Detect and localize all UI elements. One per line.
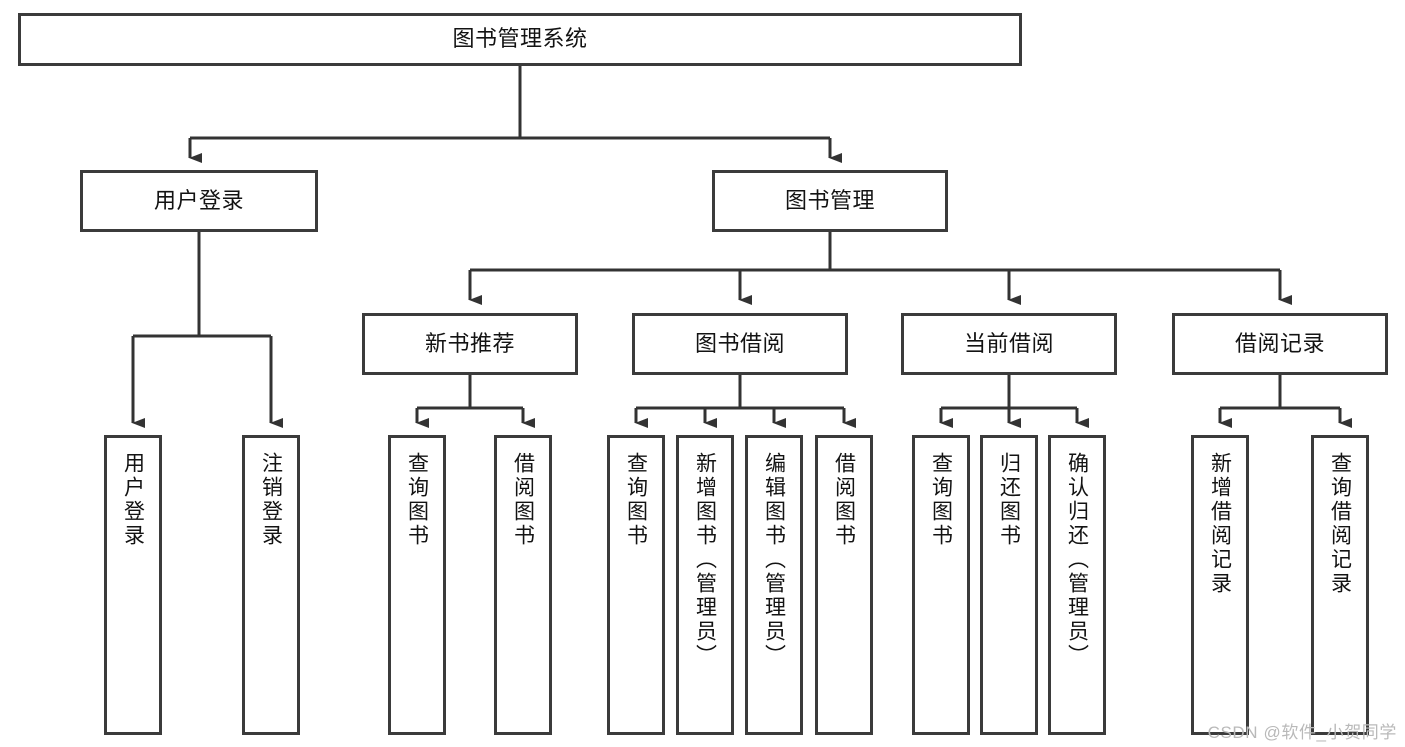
node-user-login[interactable]: 用户登录 [80, 170, 318, 232]
node-label: 查询借阅记录 [1328, 452, 1352, 596]
node-label: 图书管理系统 [452, 26, 588, 52]
node-label: 注销登录 [259, 452, 283, 548]
node-leaf-query-borrow-record[interactable]: 查询借阅记录 [1311, 435, 1369, 735]
node-label: 图书管理 [784, 187, 875, 213]
node-label: 借阅图书 [832, 452, 856, 548]
node-leaf-add-book-admin[interactable]: 新增图书（管理员） [676, 435, 734, 735]
node-current-borrow[interactable]: 当前借阅 [901, 313, 1117, 375]
node-label: 查询图书 [405, 452, 429, 548]
node-leaf-borrow-book[interactable]: 借阅图书 [815, 435, 873, 735]
node-leaf-return-book[interactable]: 归还图书 [980, 435, 1038, 735]
node-label: 当前借阅 [963, 330, 1054, 356]
node-leaf-query-book-current[interactable]: 查询图书 [912, 435, 970, 735]
node-new-book-recommend[interactable]: 新书推荐 [362, 313, 578, 375]
node-label: 新增图书（管理员） [693, 452, 717, 668]
node-leaf-confirm-return-admin[interactable]: 确认归还（管理员） [1048, 435, 1106, 735]
node-label: 用户登录 [121, 452, 145, 548]
node-label: 查询图书 [929, 452, 953, 548]
node-leaf-user-login[interactable]: 用户登录 [104, 435, 162, 735]
node-leaf-add-borrow-record[interactable]: 新增借阅记录 [1191, 435, 1249, 735]
watermark: CSDN @软件_小贺同学 [1207, 723, 1397, 742]
node-label: 用户登录 [153, 187, 244, 213]
node-leaf-logout[interactable]: 注销登录 [242, 435, 300, 735]
node-label: 图书借阅 [694, 330, 785, 356]
node-label: 借阅记录 [1234, 330, 1325, 356]
node-book-manage[interactable]: 图书管理 [712, 170, 948, 232]
node-label: 归还图书 [997, 452, 1021, 548]
node-label: 新增借阅记录 [1208, 452, 1232, 596]
node-leaf-borrow-book-recommend[interactable]: 借阅图书 [494, 435, 552, 735]
node-leaf-query-book-borrow[interactable]: 查询图书 [607, 435, 665, 735]
node-root-system[interactable]: 图书管理系统 [18, 13, 1022, 66]
node-label: 新书推荐 [424, 330, 515, 356]
node-label: 查询图书 [624, 452, 648, 548]
node-leaf-query-book-recommend[interactable]: 查询图书 [388, 435, 446, 735]
node-label: 编辑图书（管理员） [762, 452, 786, 668]
node-label: 确认归还（管理员） [1065, 452, 1089, 668]
node-borrow-record[interactable]: 借阅记录 [1172, 313, 1388, 375]
node-leaf-edit-book-admin[interactable]: 编辑图书（管理员） [745, 435, 803, 735]
node-book-borrow[interactable]: 图书借阅 [632, 313, 848, 375]
node-label: 借阅图书 [511, 452, 535, 548]
